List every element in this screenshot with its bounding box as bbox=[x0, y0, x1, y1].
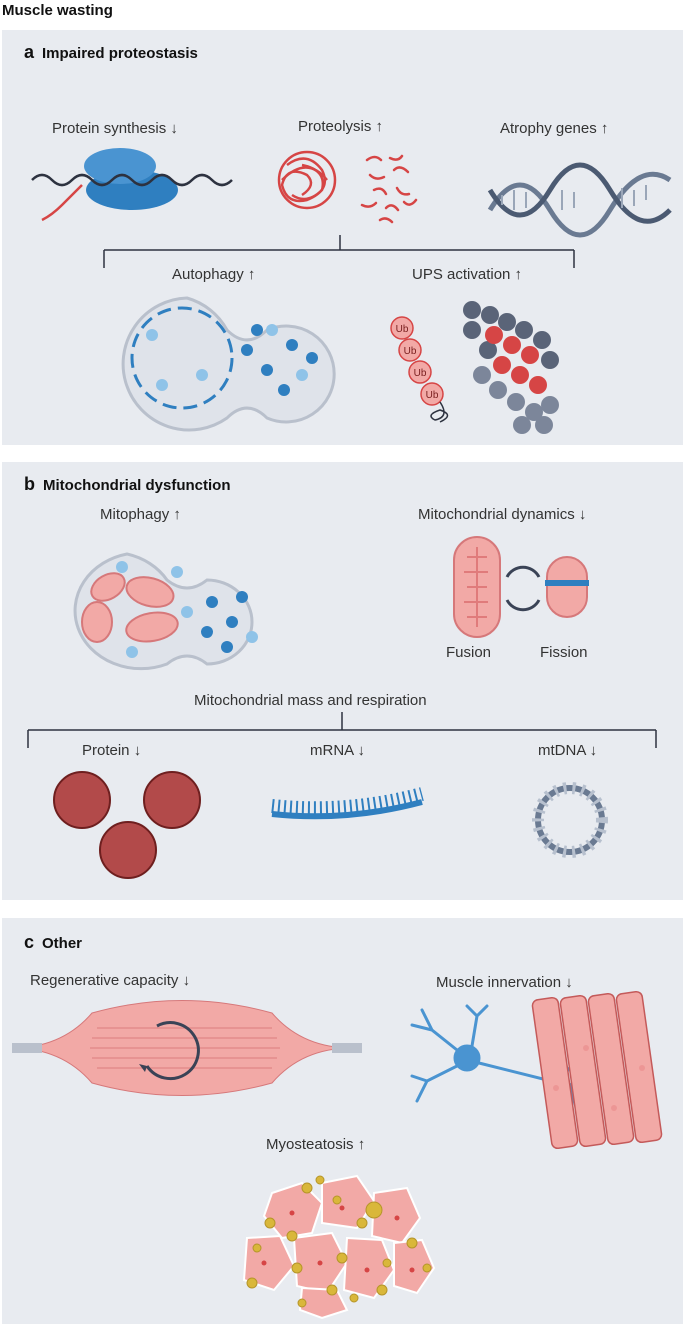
label-proteolysis: Proteolysis ↑ bbox=[298, 118, 384, 135]
label-fission: Fission bbox=[540, 644, 588, 661]
panel-c-letter: c bbox=[24, 932, 35, 952]
fusion-mitochondrion-illustration bbox=[453, 536, 501, 638]
ub-tag: Ub bbox=[426, 390, 439, 401]
label-protein-synthesis: Protein synthesis ↓ bbox=[52, 120, 178, 137]
myosteatosis-tissue-illustration bbox=[242, 1174, 436, 1320]
protein-tangle-illustration bbox=[277, 150, 337, 210]
bracket-lines bbox=[27, 712, 657, 748]
mtdna-ring-illustration bbox=[532, 782, 608, 858]
panel-c-heading: c Other bbox=[24, 932, 82, 953]
label-regenerative-capacity: Regenerative capacity ↓ bbox=[30, 972, 191, 989]
panel-a-title: Impaired proteostasis bbox=[42, 45, 198, 62]
panel-a-illustrations: Ub Ub Ub Ub bbox=[31, 148, 672, 434]
label-protein: Protein ↓ bbox=[82, 742, 142, 759]
panel-b-title: Mitochondrial dysfunction bbox=[43, 477, 231, 494]
degraded-peptides-illustration bbox=[360, 154, 418, 224]
label-myosteatosis: Myosteatosis ↑ bbox=[266, 1136, 366, 1153]
panel-b-illustrations bbox=[27, 536, 657, 879]
bracket-lines bbox=[103, 235, 575, 268]
autolysosome-illustration bbox=[121, 296, 336, 432]
label-mitochondrial-dynamics: Mitochondrial dynamics ↓ bbox=[418, 506, 587, 523]
panel-impaired-proteostasis: a Impaired proteostasis Protein synthesis… bbox=[2, 30, 683, 445]
figure-title: Muscle wasting bbox=[2, 2, 113, 19]
panel-a-heading: a Impaired proteostasis bbox=[24, 42, 198, 63]
label-mtdna: mtDNA ↓ bbox=[538, 742, 598, 759]
label-fusion: Fusion bbox=[446, 644, 492, 661]
panel-mitochondrial-dysfunction: b Mitochondrial dysfunction Mitophagy ↑ M… bbox=[2, 462, 683, 900]
ub-tag: Ub bbox=[404, 346, 417, 357]
label-ups-activation: UPS activation ↑ bbox=[412, 266, 523, 283]
mitophagy-illustration bbox=[73, 552, 258, 671]
cycle-arrows-icon bbox=[505, 565, 541, 612]
label-mitophagy: Mitophagy ↑ bbox=[100, 506, 181, 523]
ribosome-illustration bbox=[31, 148, 233, 222]
mrna-strand-illustration bbox=[271, 787, 424, 820]
protein-blobs-illustration bbox=[53, 771, 201, 879]
label-atrophy-genes: Atrophy genes ↑ bbox=[500, 120, 609, 137]
panel-c-illustrations bbox=[11, 990, 663, 1320]
ub-tag: Ub bbox=[414, 368, 427, 379]
panel-other: c Other Regenerative capacity ↓ Muscle in… bbox=[2, 918, 683, 1324]
label-mrna: mRNA ↓ bbox=[310, 742, 366, 759]
ubiquitin-chain-illustration bbox=[390, 316, 449, 423]
label-mass-respiration: Mitochondrial mass and respiration bbox=[194, 692, 427, 709]
muscle-belly-illustration bbox=[11, 1000, 362, 1096]
panel-c-title: Other bbox=[42, 935, 83, 952]
dna-helix-illustration bbox=[487, 162, 672, 238]
panel-b-letter: b bbox=[24, 474, 35, 494]
label-autophagy: Autophagy ↑ bbox=[172, 266, 256, 283]
panel-b-heading: b Mitochondrial dysfunction bbox=[24, 474, 231, 495]
label-muscle-innervation: Muscle innervation ↓ bbox=[436, 974, 573, 991]
proteasome-illustration bbox=[463, 301, 559, 434]
panel-a-letter: a bbox=[24, 42, 35, 62]
ub-tag: Ub bbox=[396, 324, 409, 335]
muscle-fibers-illustration bbox=[531, 990, 663, 1150]
fission-mitochondrion-illustration bbox=[545, 556, 589, 618]
